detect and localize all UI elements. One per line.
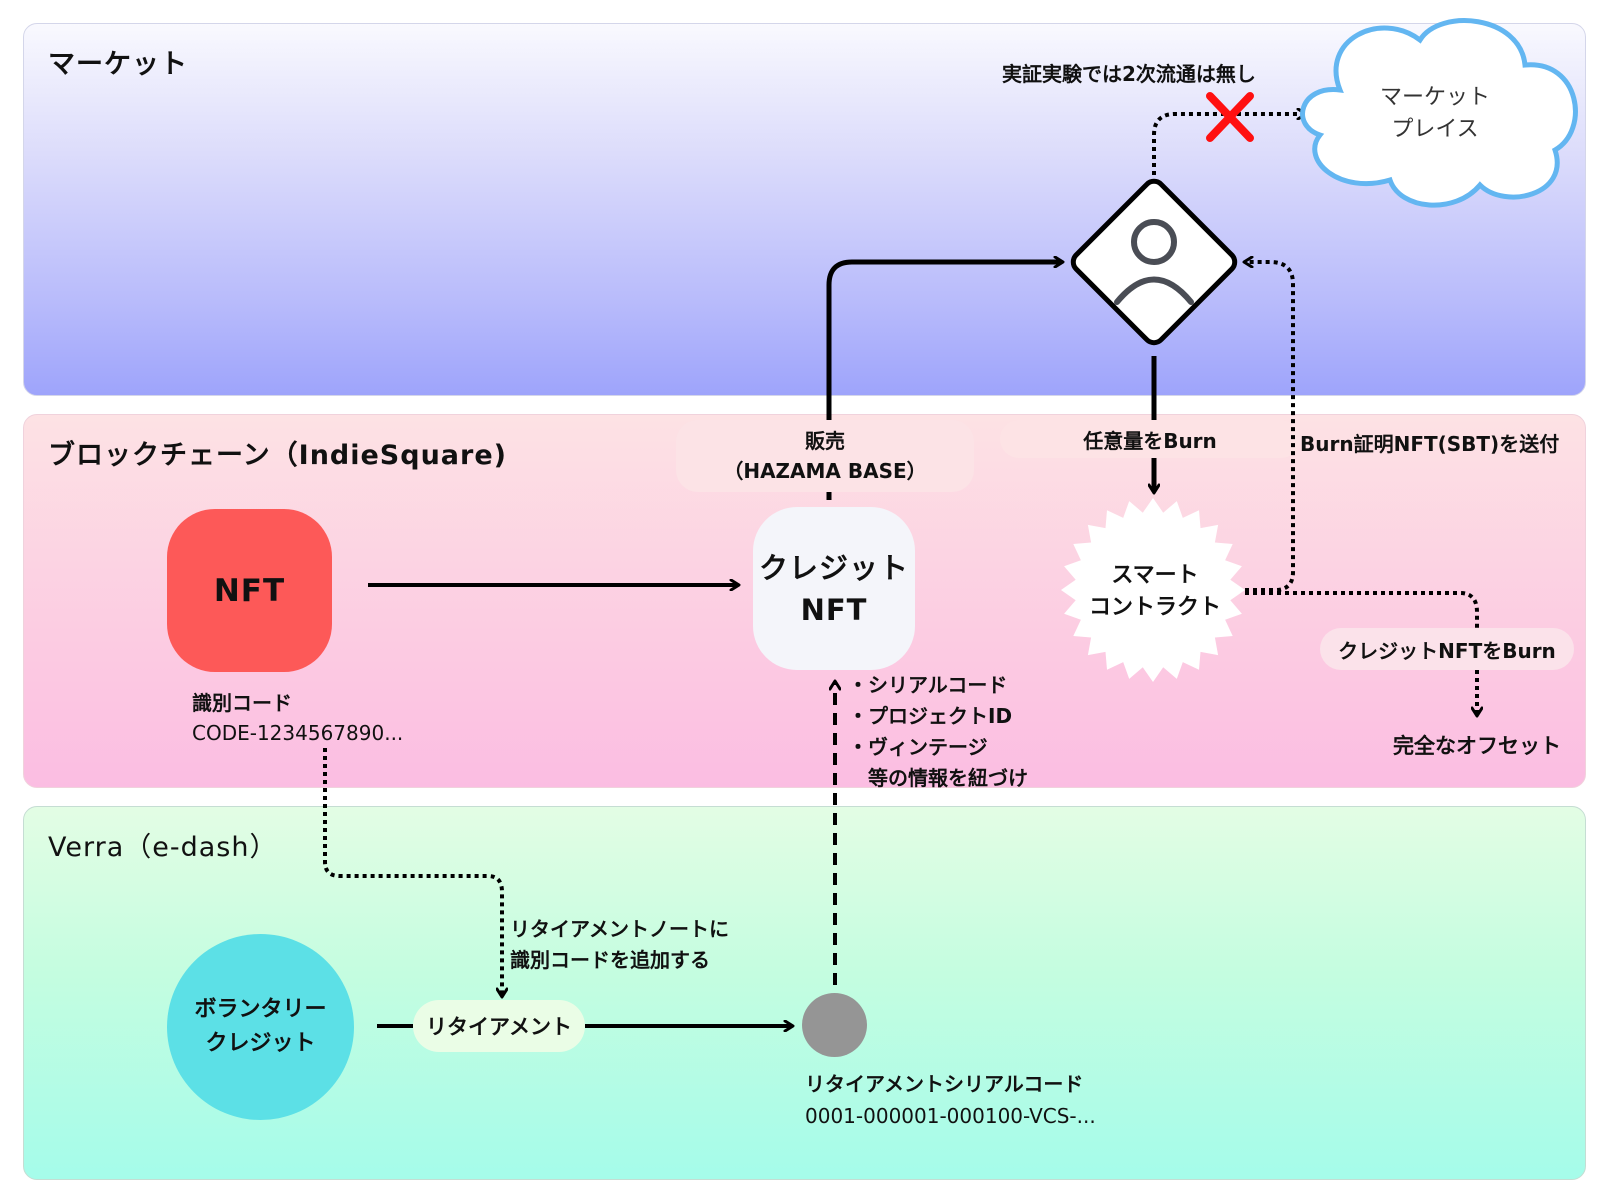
marketplace-label-line2: プレイス: [1391, 117, 1479, 142]
linked-info-item: ・プロジェクトID: [848, 704, 1013, 728]
retirement-serial: リタイアメントシリアルコード 0001-000001-000100-VCS-..…: [805, 1068, 1096, 1132]
lane-market: マーケット: [23, 23, 1586, 396]
voluntary-credit-line2: クレジット: [205, 1031, 316, 1056]
smart-contract-line2: コントラクト: [1088, 595, 1221, 620]
linked-info-list: ・シリアルコード ・プロジェクトID ・ヴィンテージ 等の情報を紐づけ: [848, 670, 1028, 794]
voluntary-credit-node: ボランタリー クレジット: [167, 934, 354, 1120]
add-code-note-line2: 識別コードを追加する: [510, 948, 710, 972]
identifier-code-label: 識別コード: [192, 691, 292, 715]
retirement-serial-value: 0001-000001-000100-VCS-...: [805, 1104, 1096, 1128]
marketplace-label: マーケット プレイス: [1360, 82, 1510, 146]
sale-label: 販売 （HAZAMA BASE）: [676, 420, 974, 492]
linked-info-item: ・シリアルコード: [848, 673, 1008, 697]
lane-title-blockchain: ブロックチェーン（IndieSquare): [48, 440, 507, 471]
sale-label-line2: （HAZAMA BASE）: [723, 459, 927, 483]
credit-nft-burn-label: クレジットNFTをBurn: [1320, 628, 1574, 670]
marketplace-label-line1: マーケット: [1379, 85, 1490, 110]
voluntary-credit-line1: ボランタリー: [194, 997, 327, 1022]
sale-label-line1: 販売: [805, 429, 845, 453]
nft-node: NFT: [167, 509, 332, 672]
retirement-serial-dot: [802, 993, 867, 1057]
add-code-note-line1: リタイアメントノートに: [510, 917, 729, 941]
identifier-code-value: CODE-1234567890...: [192, 721, 404, 745]
smart-contract-line1: スマート: [1111, 563, 1199, 588]
smart-contract-label: スマート コントラクト: [1055, 560, 1255, 624]
add-code-note: リタイアメントノートに 識別コードを追加する: [510, 914, 729, 976]
burn-any-label: 任意量をBurn: [1000, 420, 1300, 458]
credit-nft-line1: クレジット: [758, 550, 909, 585]
lane-title-verra: Verra（e-dash）: [48, 832, 278, 863]
linked-info-footer: 等の情報を紐づけ: [868, 766, 1028, 790]
lane-title-market: マーケット: [48, 49, 188, 80]
identifier-code: 識別コード CODE-1234567890...: [192, 688, 403, 748]
retirement-serial-label: リタイアメントシリアルコード: [805, 1072, 1084, 1096]
nft-label: NFT: [213, 572, 286, 609]
linked-info-item: ・ヴィンテージ: [848, 735, 988, 759]
credit-nft-node: クレジット NFT: [753, 507, 915, 670]
full-offset-label: 完全なオフセット: [1393, 734, 1561, 758]
retirement-label: リタイアメント: [413, 1000, 585, 1052]
credit-nft-line2: NFT: [800, 592, 868, 627]
burn-proof-label: Burn証明NFT(SBT)を送付: [1300, 432, 1560, 456]
no-secondary-market-note: 実証実験では2次流通は無し: [1002, 62, 1256, 86]
